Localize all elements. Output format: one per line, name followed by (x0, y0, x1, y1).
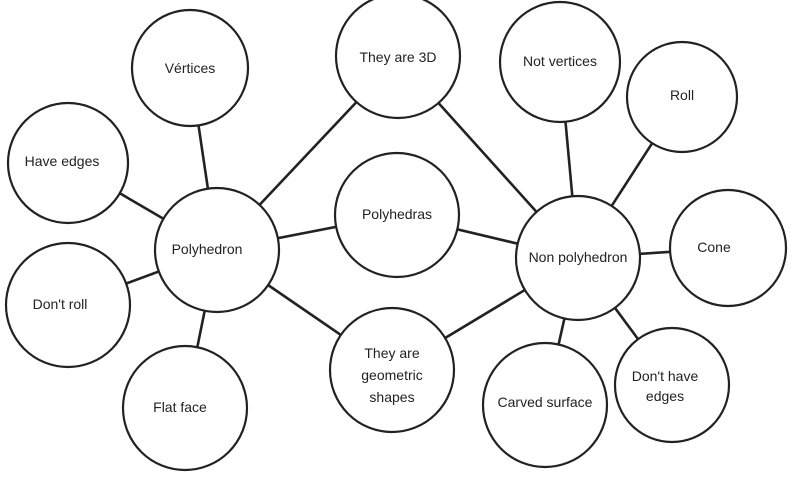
node-label: shapes (369, 389, 414, 405)
node-have-edges: Have edges (6, 101, 130, 225)
node-dont-roll: Don't roll (4, 241, 132, 369)
node-vertices: Vértices (130, 8, 250, 128)
node-roll: Roll (625, 40, 739, 154)
node-label: Vértices (165, 60, 216, 76)
node-not-vertices: Not vertices (498, 0, 622, 124)
node-geometric-shapes: They are geometric shapes (328, 306, 456, 434)
node-carved-surface: Carved surface (481, 341, 609, 469)
node-label: edges (646, 388, 684, 404)
node-label: Polyhedron (172, 241, 243, 257)
node-dont-have-edges: Don't have edges (613, 326, 731, 444)
node-label: Don't have (632, 368, 699, 384)
node-label: geometric (361, 367, 422, 383)
node-polyhedron: Polyhedron (153, 186, 281, 314)
node-label: They are 3D (359, 49, 436, 65)
node-label: They are (364, 345, 419, 361)
node-cone: Cone (668, 188, 788, 308)
node-label: Flat face (153, 399, 207, 415)
node-label: Cone (697, 239, 731, 255)
node-label: Have edges (25, 153, 100, 169)
node-label: Not vertices (523, 53, 597, 69)
node-polyhedras: Polyhedras (333, 151, 461, 279)
node-label: Don't roll (33, 296, 88, 312)
node-label: Non polyhedron (529, 249, 628, 265)
node-label: Roll (670, 87, 694, 103)
node-they-are-3d: They are 3D (334, 0, 462, 120)
node-label: Polyhedras (362, 206, 432, 222)
node-label: Carved surface (498, 394, 593, 410)
node-non-polyhedron: Non polyhedron (514, 194, 642, 322)
node-flat-face: Flat face (121, 344, 249, 472)
